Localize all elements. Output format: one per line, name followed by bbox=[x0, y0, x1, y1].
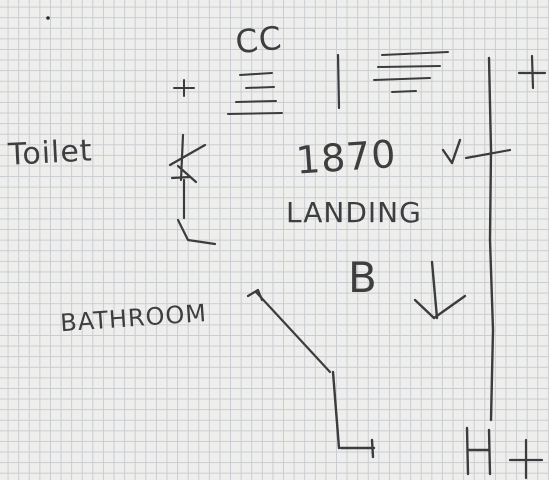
room-b-door-mark bbox=[413, 260, 467, 320]
toilet-door-mark bbox=[168, 133, 217, 246]
top-right-plus bbox=[517, 54, 547, 90]
bottom-right-plus bbox=[508, 438, 544, 480]
stairs-left-marks bbox=[227, 72, 283, 115]
bathroom-arrow bbox=[246, 288, 332, 374]
right-wall-line bbox=[487, 56, 495, 422]
landing-dash-mark bbox=[464, 148, 512, 160]
stairs-right-marks bbox=[373, 51, 449, 93]
pencil-dot bbox=[46, 16, 50, 20]
center-divider-line bbox=[336, 53, 341, 110]
cc-label: CC bbox=[234, 19, 284, 62]
bottom-corner-wall bbox=[331, 370, 376, 459]
room-b-label: B bbox=[348, 253, 378, 302]
number-tick-mark bbox=[441, 138, 462, 165]
toilet-label: Toilet bbox=[6, 133, 93, 172]
landing-label: LANDING bbox=[286, 196, 422, 229]
left-plus-mark bbox=[173, 79, 195, 97]
bathroom-label: BATHROOM bbox=[59, 299, 207, 337]
number-label: 1870 bbox=[294, 132, 398, 183]
bottom-right-h-mark bbox=[465, 426, 492, 476]
